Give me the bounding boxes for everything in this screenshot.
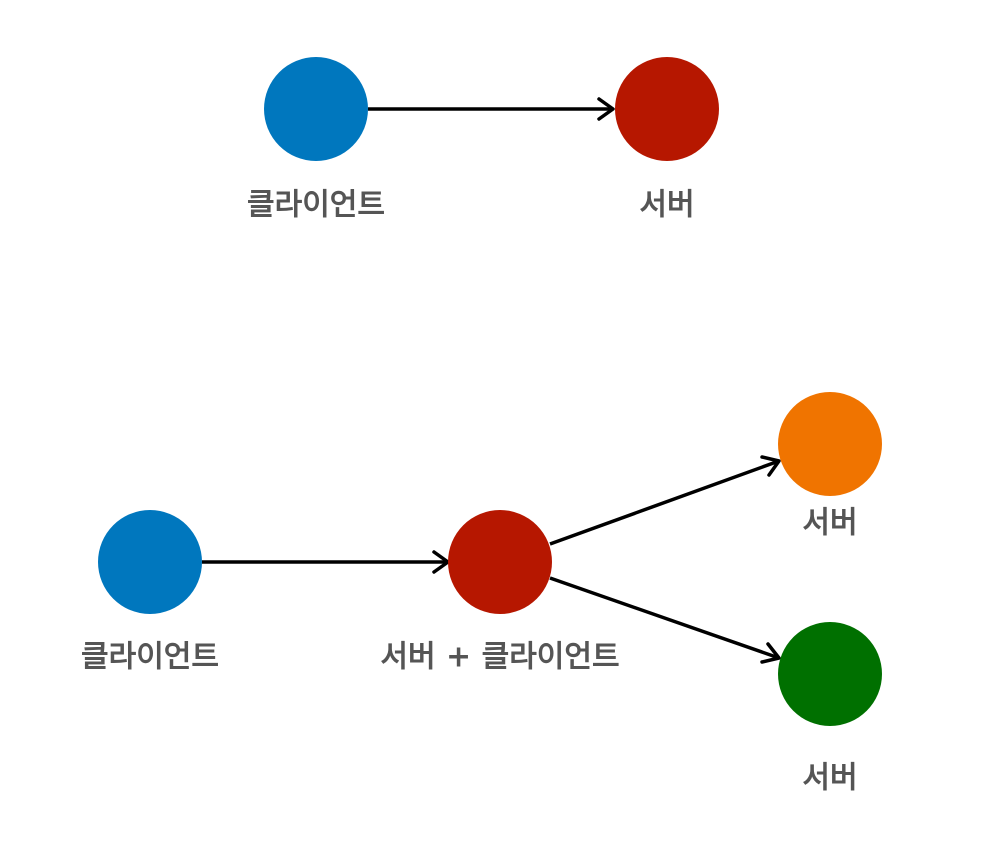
bottom-arrow-middle-to-upper — [549, 459, 780, 546]
bottom-arrow-head-lower — [760, 642, 781, 664]
bottom-middle-label: 서버 + 클라이언트 — [380, 640, 619, 675]
bottom-middle-node — [448, 510, 552, 614]
bottom-client-node — [98, 510, 202, 614]
bottom-upper-server-node — [778, 392, 882, 496]
top-server-node — [615, 57, 719, 161]
bottom-arrow-middle-to-lower — [549, 576, 780, 660]
top-client-node — [264, 57, 368, 161]
bottom-lower-server-label: 서버 — [802, 761, 857, 796]
bottom-upper-server-label: 서버 — [802, 506, 857, 541]
bottom-diagram: 클라이언트 서버 + 클라이언트 서버 서버 — [81, 392, 882, 796]
top-diagram: 클라이언트 서버 — [247, 57, 719, 223]
top-server-label: 서버 — [639, 188, 694, 223]
top-client-label: 클라이언트 — [247, 188, 385, 223]
bottom-lower-server-node — [778, 622, 882, 726]
bottom-client-label: 클라이언트 — [81, 640, 219, 675]
bottom-arrow-head-upper — [760, 455, 781, 477]
top-arrow-head — [597, 97, 615, 121]
